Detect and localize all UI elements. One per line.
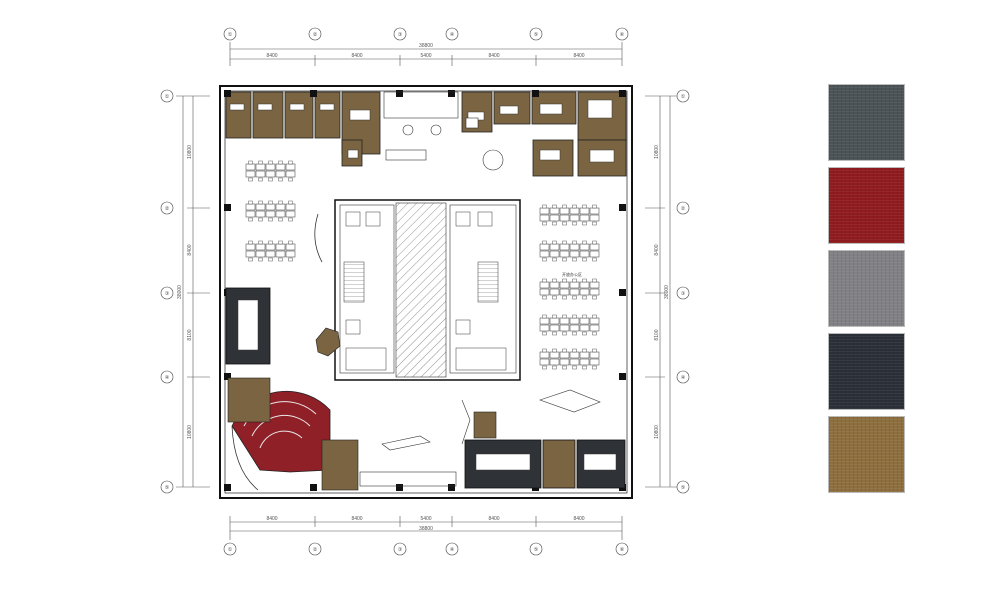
dim-left-4: 10800 [187, 425, 193, 439]
dim-bottom-3: 5400 [420, 516, 431, 522]
workstation-cluster-right-2 [539, 240, 600, 262]
right-grid-tags [676, 89, 690, 494]
bottom-dimension-texts: 8400 8400 5400 8400 8400 38800 [266, 516, 584, 532]
grid-tag-left-1: ① [165, 94, 170, 100]
workstation-cluster-right-5 [539, 348, 600, 370]
dim-top-1: 8400 [266, 53, 277, 59]
right-dimension-lines [645, 95, 678, 488]
dim-left-1: 10800 [187, 145, 193, 159]
grid-tag-bottom-3: ③ [398, 547, 403, 553]
grid-tag-top-6: ⑥ [620, 32, 625, 38]
building-core [334, 199, 521, 381]
left-dimension-texts: 10800 8400 8100 10800 38000 [177, 145, 193, 439]
top-grid-tags [223, 27, 629, 41]
dim-right-total: 38000 [664, 285, 670, 299]
grid-tag-right-3: ③ [681, 291, 686, 297]
dim-left-2: 8400 [187, 244, 193, 255]
grid-tag-top-4: ④ [450, 32, 455, 38]
dim-top-3: 5400 [420, 53, 431, 59]
top-dimension-texts: 8400 8400 5400 8400 8400 38800 [266, 43, 584, 59]
bottom-meeting-rooms [464, 411, 626, 489]
grid-tag-right-2: ② [681, 206, 686, 212]
dim-bottom-4: 8400 [488, 516, 499, 522]
left-workstations [245, 160, 296, 262]
swatch-charcoal-stripe-carpet [828, 333, 905, 410]
swatch-brown-gold-carpet [828, 416, 905, 493]
swatch-red-carpet [828, 167, 905, 244]
dim-bottom-1: 8400 [266, 516, 277, 522]
top-offices [225, 91, 627, 177]
grid-tag-bottom-2: ② [313, 547, 318, 553]
dim-top-2: 8400 [351, 53, 362, 59]
dim-right-1: 10800 [654, 145, 660, 159]
grid-tag-left-5: ⑤ [165, 485, 170, 491]
grid-tag-top-5: ⑤ [534, 32, 539, 38]
dim-top-total: 38800 [419, 43, 433, 49]
left-meeting-room [225, 287, 271, 365]
dim-top-4: 8400 [488, 53, 499, 59]
top-dimension-lines [229, 42, 623, 66]
right-workstations [539, 204, 600, 370]
bottom-grid-tags [223, 542, 629, 556]
workstation-cluster-left-1 [245, 160, 296, 182]
grid-tag-right-4: ④ [681, 375, 686, 381]
right-dimension-texts: 10800 8400 8100 10800 38000 [654, 145, 670, 439]
grid-tag-right-1: ① [681, 94, 686, 100]
reception-area [383, 91, 504, 171]
swatch-dark-grey-carpet [828, 84, 905, 161]
workstation-cluster-left-3 [245, 240, 296, 262]
dim-bottom-2: 8400 [351, 516, 362, 522]
dim-right-3: 8100 [654, 329, 660, 340]
grid-tag-top-1: ① [228, 32, 233, 38]
lounge-pod [315, 327, 341, 357]
grid-tag-right-5: ⑤ [681, 485, 686, 491]
grid-tag-bottom-5: ⑤ [534, 547, 539, 553]
dim-bottom-total: 38800 [419, 526, 433, 532]
left-grid-tags [160, 89, 174, 494]
dim-top-5: 8400 [573, 53, 584, 59]
auditorium [227, 377, 359, 491]
workstation-cluster-right-4 [539, 314, 600, 336]
grid-tag-top-2: ② [313, 32, 318, 38]
left-dimension-lines [176, 95, 210, 488]
workstation-annotation: 开放办公区 [562, 271, 582, 277]
grid-tag-bottom-1: ① [228, 547, 233, 553]
bottom-lounge [359, 389, 601, 487]
workstation-cluster-right-1 [539, 204, 600, 226]
grid-tag-bottom-4: ④ [450, 547, 455, 553]
dim-bottom-5: 8400 [573, 516, 584, 522]
dim-right-4: 10800 [654, 425, 660, 439]
grid-tag-left-3: ③ [165, 291, 170, 297]
grid-tag-top-3: ③ [398, 32, 403, 38]
dim-right-2: 8400 [654, 244, 660, 255]
reception-counter [314, 213, 323, 263]
dim-left-3: 8100 [187, 329, 193, 340]
dim-left-total: 38000 [177, 285, 183, 299]
workstation-cluster-left-2 [245, 200, 296, 222]
grid-tag-bottom-6: ⑥ [620, 547, 625, 553]
grid-tag-left-4: ④ [165, 375, 170, 381]
swatch-mid-grey-carpet [828, 250, 905, 327]
bottom-dimension-lines [229, 516, 623, 540]
grid-tag-left-2: ② [165, 206, 170, 212]
workstation-cluster-right-3 [539, 278, 600, 300]
office-furniture [229, 99, 615, 163]
